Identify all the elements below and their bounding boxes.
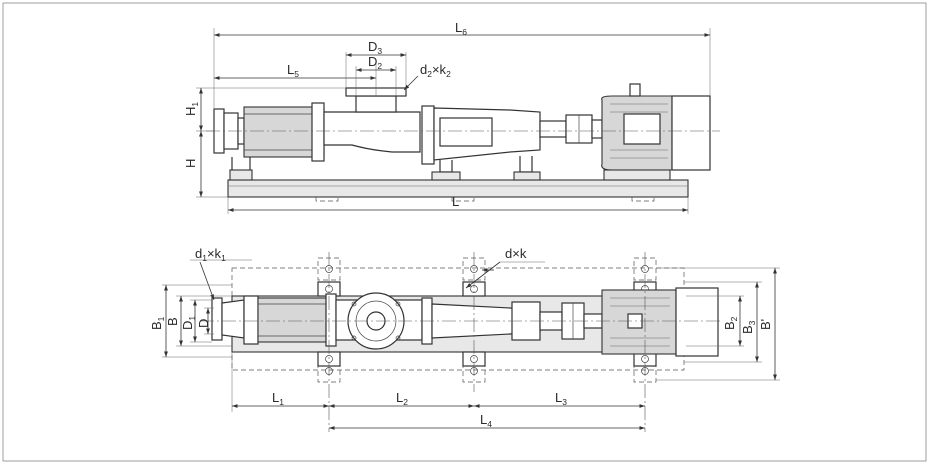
leader-d1k1 [199, 261, 215, 301]
side-foot-bolts [315, 197, 655, 202]
label-L3: L3 [555, 390, 567, 407]
label-L2: L2 [396, 390, 408, 407]
side-outlet-pipe [355, 95, 397, 113]
label-B1: B1 [149, 316, 166, 330]
drawing-border [2, 2, 927, 462]
label-L4: L4 [480, 412, 492, 429]
label-H: H [183, 159, 198, 168]
top-view: d1×k1 d×k B1 B D1 D B2 B3 [149, 246, 780, 432]
label-L5: L5 [287, 62, 299, 79]
label-L: L [452, 194, 459, 209]
top-inlet-flange [211, 297, 223, 341]
leader-d2k2 [403, 75, 419, 91]
label-d1k1: d1×k1 [195, 246, 226, 263]
label-D2: D2 [368, 54, 382, 71]
label-B3: B3 [740, 320, 757, 334]
label-B: B [165, 317, 180, 326]
top-stator [257, 297, 327, 343]
label-B2: B2 [722, 316, 739, 330]
leader-dk [465, 261, 501, 289]
label-L1: L1 [272, 390, 284, 407]
label-H1: H1 [183, 102, 200, 116]
label-Bp: B' [758, 319, 773, 330]
side-motor-fan [671, 95, 711, 171]
label-D1: D1 [180, 316, 197, 330]
label-d2k2: d2×k2 [420, 62, 451, 79]
label-dk: d×k [505, 246, 527, 261]
label-D: D [196, 319, 211, 328]
label-L6: L6 [455, 20, 467, 37]
top-motor-fan [675, 287, 719, 357]
side-suction-casing [323, 111, 421, 153]
label-D3: D3 [368, 39, 382, 56]
side-motor-terminal-box [623, 113, 661, 145]
side-view: L6 L5 D3 D2 d2×k2 H1 H L [183, 20, 720, 214]
